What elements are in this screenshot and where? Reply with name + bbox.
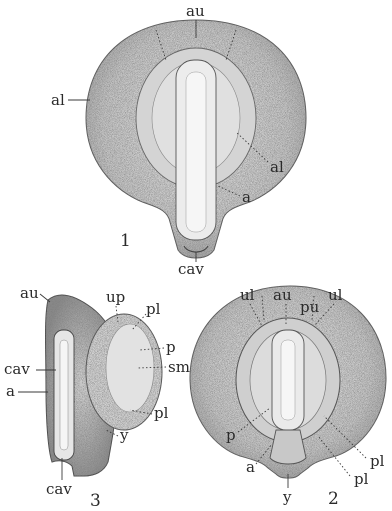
fig3-label-pl-lower: pl	[154, 404, 169, 422]
fig1-label-au: au	[186, 2, 205, 20]
fig2-label-pl-lower: pl	[354, 470, 369, 488]
fig2-label-y: y	[282, 488, 292, 506]
figure-2	[190, 286, 386, 478]
fig2-label-a: a	[246, 458, 255, 476]
fig2-label-ul-right: ul	[328, 286, 343, 304]
fig3-label-cav-upper: cav	[4, 360, 30, 378]
fig1-label-cav: cav	[178, 260, 204, 278]
fig3-label-y: y	[119, 426, 129, 444]
fig2-label-pu: pu	[300, 298, 320, 316]
fig3-label-pl-top: pl	[146, 300, 161, 318]
fig3-label-up: up	[106, 288, 125, 306]
fig2-number: 2	[328, 489, 339, 509]
fig2-label-p: p	[226, 426, 236, 444]
fig2-label-au: au	[273, 286, 292, 304]
fig3-label-a: a	[6, 382, 15, 400]
fig3-label-cav-lower: cav	[46, 480, 72, 498]
fig1-label-al-left: al	[51, 91, 65, 109]
fig3-label-p: p	[166, 338, 176, 356]
fig3-label-au: au	[20, 284, 39, 302]
fig2-basal-stalk	[270, 430, 306, 464]
fig1-label-al-right: al	[270, 158, 284, 176]
fig2-label-pl-upper: pl	[370, 452, 385, 470]
figure-1	[86, 20, 306, 258]
fig3-number: 3	[90, 491, 101, 511]
fig2-label-ul-left: ul	[240, 286, 255, 304]
fig3-canal-lumen	[60, 340, 68, 450]
fig1-number: 1	[120, 231, 131, 251]
fig2-canal-lumen	[281, 340, 295, 420]
figure-3	[46, 295, 163, 476]
fig1-label-a: a	[242, 188, 251, 206]
fig3-label-sm: sm	[168, 358, 190, 376]
fig3-leader-au	[40, 294, 50, 302]
fig1-canal-lumen	[186, 72, 206, 232]
